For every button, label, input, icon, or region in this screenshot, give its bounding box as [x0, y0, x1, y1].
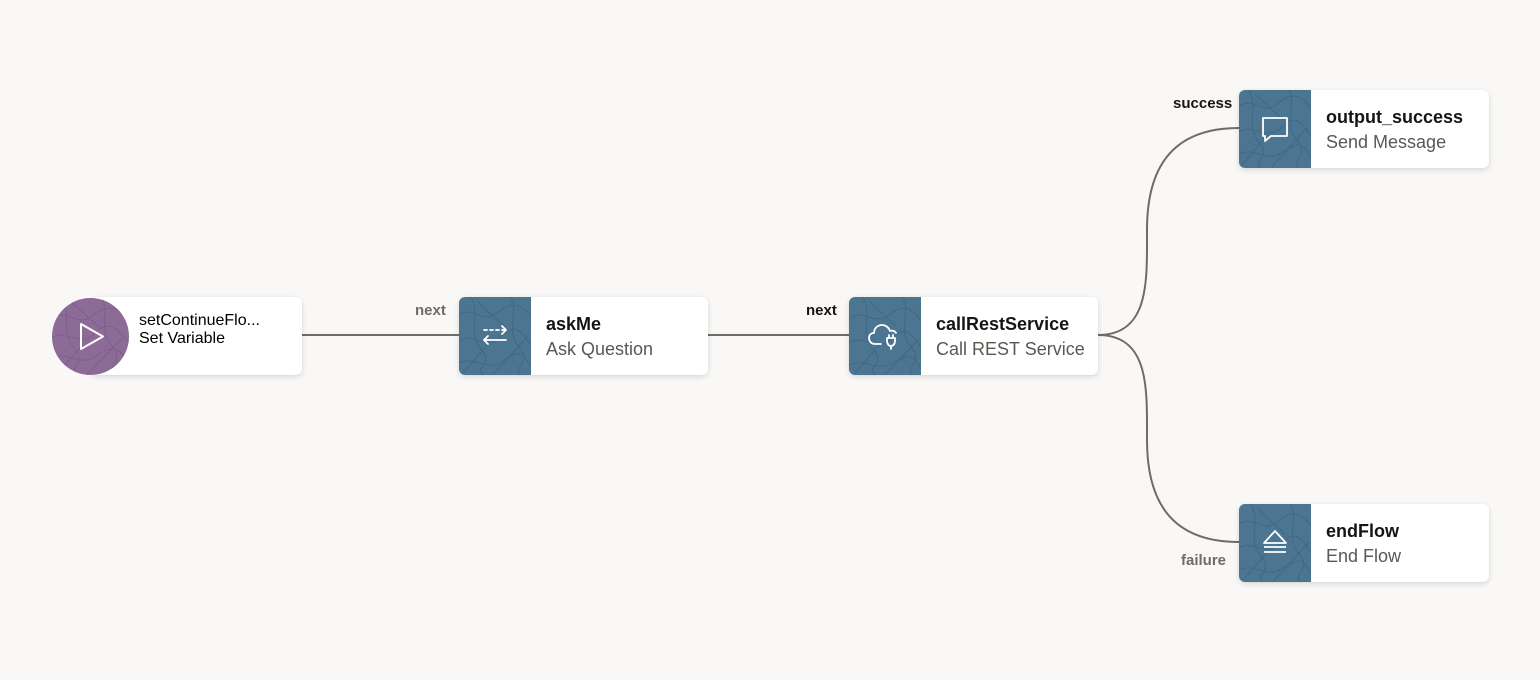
node-type: Call REST Service — [936, 339, 1085, 359]
eject-icon — [1263, 530, 1287, 553]
node-icon-tile — [849, 297, 921, 375]
node-type: Set Variable — [139, 330, 225, 347]
pattern-texture — [1239, 504, 1311, 582]
pattern-texture — [1239, 90, 1311, 168]
start-node-circle[interactable] — [52, 298, 129, 375]
swap-arrows-icon — [483, 325, 507, 345]
node-name: output_success — [1326, 107, 1464, 127]
edge-callrest-to-failure — [1097, 334, 1240, 543]
edge-label-failure: failure — [1181, 552, 1227, 569]
node-call-rest-service[interactable]: callRestService Call REST Service — [849, 297, 1098, 375]
node-end-flow[interactable]: endFlow End Flow — [1239, 504, 1489, 582]
node-name: setContinueFlo... — [139, 312, 260, 329]
node-icon-tile — [459, 297, 531, 375]
edge-label-next: next — [415, 302, 446, 319]
node-type: End Flow — [1326, 546, 1402, 566]
node-type: Send Message — [1326, 132, 1447, 152]
cloud-plug-icon — [868, 324, 897, 350]
pattern-texture — [52, 298, 129, 375]
node-name: endFlow — [1326, 521, 1399, 541]
node-name: callRestService — [936, 314, 1070, 334]
pattern-texture — [849, 297, 921, 375]
node-type: Ask Question — [546, 339, 654, 359]
edge-label-next: next — [806, 302, 837, 319]
node-icon-tile — [1239, 504, 1311, 582]
chat-bubble-icon — [1262, 117, 1288, 142]
pattern-texture — [459, 297, 531, 375]
edge-callrest-to-success — [1097, 127, 1240, 336]
node-ask-me[interactable]: askMe Ask Question — [459, 297, 708, 375]
edge-label-success: success — [1173, 95, 1233, 112]
node-output-success[interactable]: output_success Send Message — [1239, 90, 1489, 168]
node-icon-tile — [1239, 90, 1311, 168]
play-icon — [80, 323, 104, 350]
node-name: askMe — [546, 314, 602, 334]
